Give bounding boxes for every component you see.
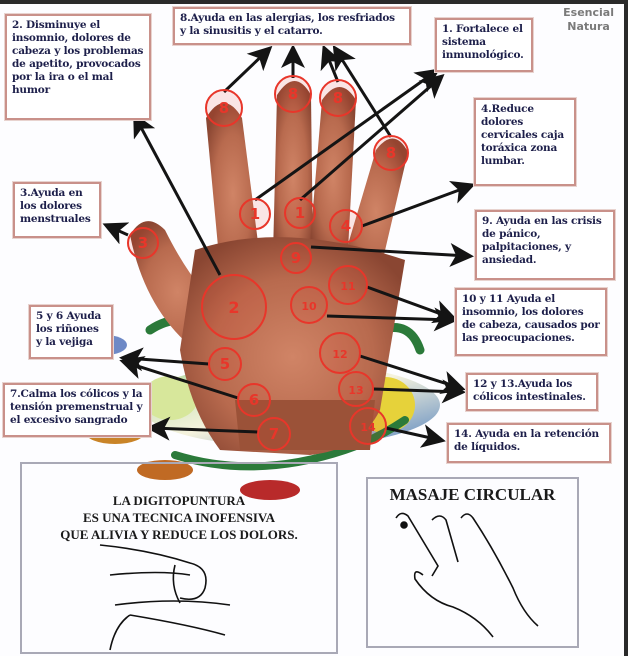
label-text: 9. Ayuda en las crisis de pánico, palpit… [482, 215, 602, 266]
label-point-1: 1. Fortalece el sistema inmunológico. [435, 18, 533, 72]
svg-text:4: 4 [341, 217, 351, 235]
label-text: 5 y 6 Ayuda los riñones y la vejiga [36, 310, 102, 348]
label-text: 3.Ayuda en los dolores menstruales [20, 187, 91, 225]
pressure-point-1: 1 [239, 198, 271, 230]
pressure-point-2: 2 [201, 274, 267, 340]
svg-text:3: 3 [138, 234, 148, 252]
watermark-line1: Esencial [563, 6, 614, 19]
pressure-point-13: 13 [338, 371, 374, 407]
svg-text:12: 12 [332, 348, 347, 361]
panel-line2: ES UNA TECNICA INOFENSIVA [82, 510, 276, 525]
svg-text:13: 13 [348, 384, 363, 397]
label-point-2: 2. Disminuye el insomnio, dolores de cab… [5, 14, 151, 120]
panel-masaje-title: MASAJE CIRCULAR [389, 485, 556, 504]
pressure-point-4: 4 [329, 209, 363, 243]
label-text: 4.Reduce dolores cervicales caja toráxic… [481, 103, 564, 167]
panel-line3: QUE ALIVIA Y REDUCE LOS DOLORS. [60, 527, 298, 542]
pressure-point-8: 8 [205, 89, 243, 127]
label-point-14: 14. Ayuda en la retención de líquidos. [447, 423, 611, 463]
pressure-point-6: 6 [237, 383, 271, 417]
svg-text:6: 6 [249, 391, 259, 409]
svg-text:8: 8 [219, 99, 229, 117]
svg-text:1: 1 [250, 205, 260, 223]
label-points-12-13: 12 y 13.Ayuda los cólicos intestinales. [466, 373, 598, 411]
pressure-point-5: 5 [208, 347, 242, 381]
watermark-line2: Natura [567, 20, 610, 33]
label-point-7: 7.Calma los cólicos y la tensión premens… [3, 383, 151, 437]
svg-text:5: 5 [220, 355, 230, 373]
pressure-point-10: 10 [290, 286, 328, 324]
svg-text:9: 9 [291, 249, 301, 267]
label-points-10-11: 10 y 11 Ayuda el insomnio, los dolores d… [455, 288, 607, 356]
svg-text:11: 11 [340, 280, 355, 293]
pressure-point-8: 8 [373, 135, 409, 171]
label-text: 7.Calma los cólicos y la tensión premens… [10, 388, 143, 426]
circular-massage-drawing [395, 512, 539, 638]
svg-text:7: 7 [269, 425, 279, 443]
panel-digitopuntura-text: LA DIGITOPUNTURA ES UNA TECNICA INOFENSI… [22, 492, 336, 543]
svg-text:8: 8 [386, 144, 396, 162]
label-point-3: 3.Ayuda en los dolores menstruales [13, 182, 101, 238]
pressure-point-11: 11 [328, 265, 368, 305]
watermark: Esencial Natura [563, 6, 614, 34]
pressure-point-14: 14 [349, 407, 387, 445]
label-text: 1. Fortalece el sistema inmunológico. [442, 23, 524, 61]
panel-line1: LA DIGITOPUNTURA [112, 493, 246, 508]
pressure-point-12: 12 [319, 332, 361, 374]
pressure-point-1: 1 [284, 197, 316, 229]
label-text: 12 y 13.Ayuda los cólicos intestinales. [473, 378, 586, 403]
svg-text:2: 2 [228, 298, 239, 317]
panel-masaje-circular: MASAJE CIRCULAR [366, 477, 579, 648]
panel-digitopuntura: LA DIGITOPUNTURA ES UNA TECNICA INOFENSI… [20, 462, 338, 654]
svg-text:8: 8 [333, 89, 343, 107]
pressure-point-8: 8 [274, 75, 312, 113]
label-text: 2. Disminuye el insomnio, dolores de cab… [12, 19, 144, 96]
pressure-point-9: 9 [280, 242, 312, 274]
pressure-point-8: 8 [319, 79, 357, 117]
svg-text:1: 1 [295, 204, 305, 222]
svg-text:14: 14 [360, 421, 376, 434]
label-point-9: 9. Ayuda en las crisis de pánico, palpit… [475, 210, 615, 280]
label-text: 10 y 11 Ayuda el insomnio, los dolores d… [462, 293, 600, 344]
label-point-8: 8.Ayuda en las alergias, los resfriados … [173, 7, 411, 45]
pressure-point-3: 3 [127, 227, 159, 259]
pressure-point-7: 7 [257, 417, 291, 451]
label-point-4: 4.Reduce dolores cervicales caja toráxic… [474, 98, 576, 186]
svg-text:8: 8 [288, 85, 298, 103]
wrist-grip-drawing [99, 544, 231, 651]
label-text: 8.Ayuda en las alergias, los resfriados … [180, 12, 395, 37]
svg-text:10: 10 [301, 300, 317, 313]
label-text: 14. Ayuda en la retención de líquidos. [454, 428, 599, 453]
arrows [102, 44, 476, 448]
label-points-5-6: 5 y 6 Ayuda los riñones y la vejiga [29, 305, 113, 359]
